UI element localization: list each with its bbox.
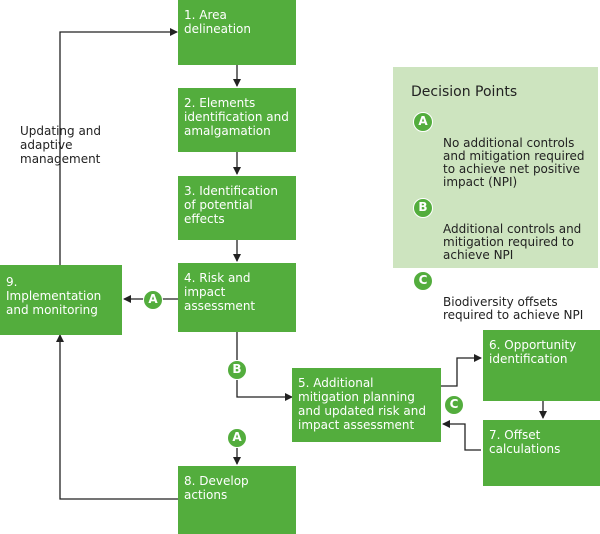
legend-badge-c: C xyxy=(413,271,433,291)
legend-title: Decision Points xyxy=(411,84,518,100)
arrow-5-to-6 xyxy=(441,354,482,387)
legend-item-b: B Additional controls and mitigation req… xyxy=(411,197,588,262)
box-2-elements-identification: 2. Elements identification and amalgamat… xyxy=(178,88,296,152)
arrow-7-to-5 xyxy=(442,420,481,451)
box-9-implementation-monitoring: 9. Implementation and monitoring xyxy=(0,265,122,335)
legend-badge-a: A xyxy=(413,112,433,132)
box-8-develop-actions: 8. Develop actions xyxy=(178,466,296,534)
box-1-area-delineation: 1. Area delineation xyxy=(178,0,296,65)
box-7-offset-calculations: 7. Offset calculations xyxy=(483,420,600,486)
legend-item-a: A No additional controls and mitigation … xyxy=(411,111,588,189)
legend-text-c: Biodiversity offsets required to achieve… xyxy=(443,295,584,322)
arrow-feedback-to-1 xyxy=(59,28,178,265)
updating-adaptive-management-label: Updating and adaptive management xyxy=(20,124,102,166)
decision-badge-c: C xyxy=(444,395,464,415)
legend-badge-b: B xyxy=(413,198,433,218)
decision-badge-a-5-to-8: A xyxy=(227,428,247,448)
box-3-identification-of-effects: 3. Identification of potential effects xyxy=(178,176,296,240)
box-4-risk-and-impact: 4. Risk and impact assessment xyxy=(178,263,296,332)
box-5-additional-mitigation: 5. Additional mitigation planning and up… xyxy=(292,368,441,442)
legend-item-c: C Biodiversity offsets required to achie… xyxy=(411,270,588,322)
decision-badge-b: B xyxy=(227,360,247,380)
arrow-8-to-9 xyxy=(56,334,180,500)
decision-badge-a-4-to-9: A xyxy=(143,290,163,310)
decision-points-legend: Decision Points A No additional controls… xyxy=(393,67,598,322)
legend-text-b: Additional controls and mitigation requi… xyxy=(443,222,582,262)
box-6-opportunity-identification: 6. Opportunity identification xyxy=(483,330,600,401)
legend-text-a: No additional controls and mitigation re… xyxy=(443,136,585,189)
arrow-4-to-5 xyxy=(236,332,293,401)
